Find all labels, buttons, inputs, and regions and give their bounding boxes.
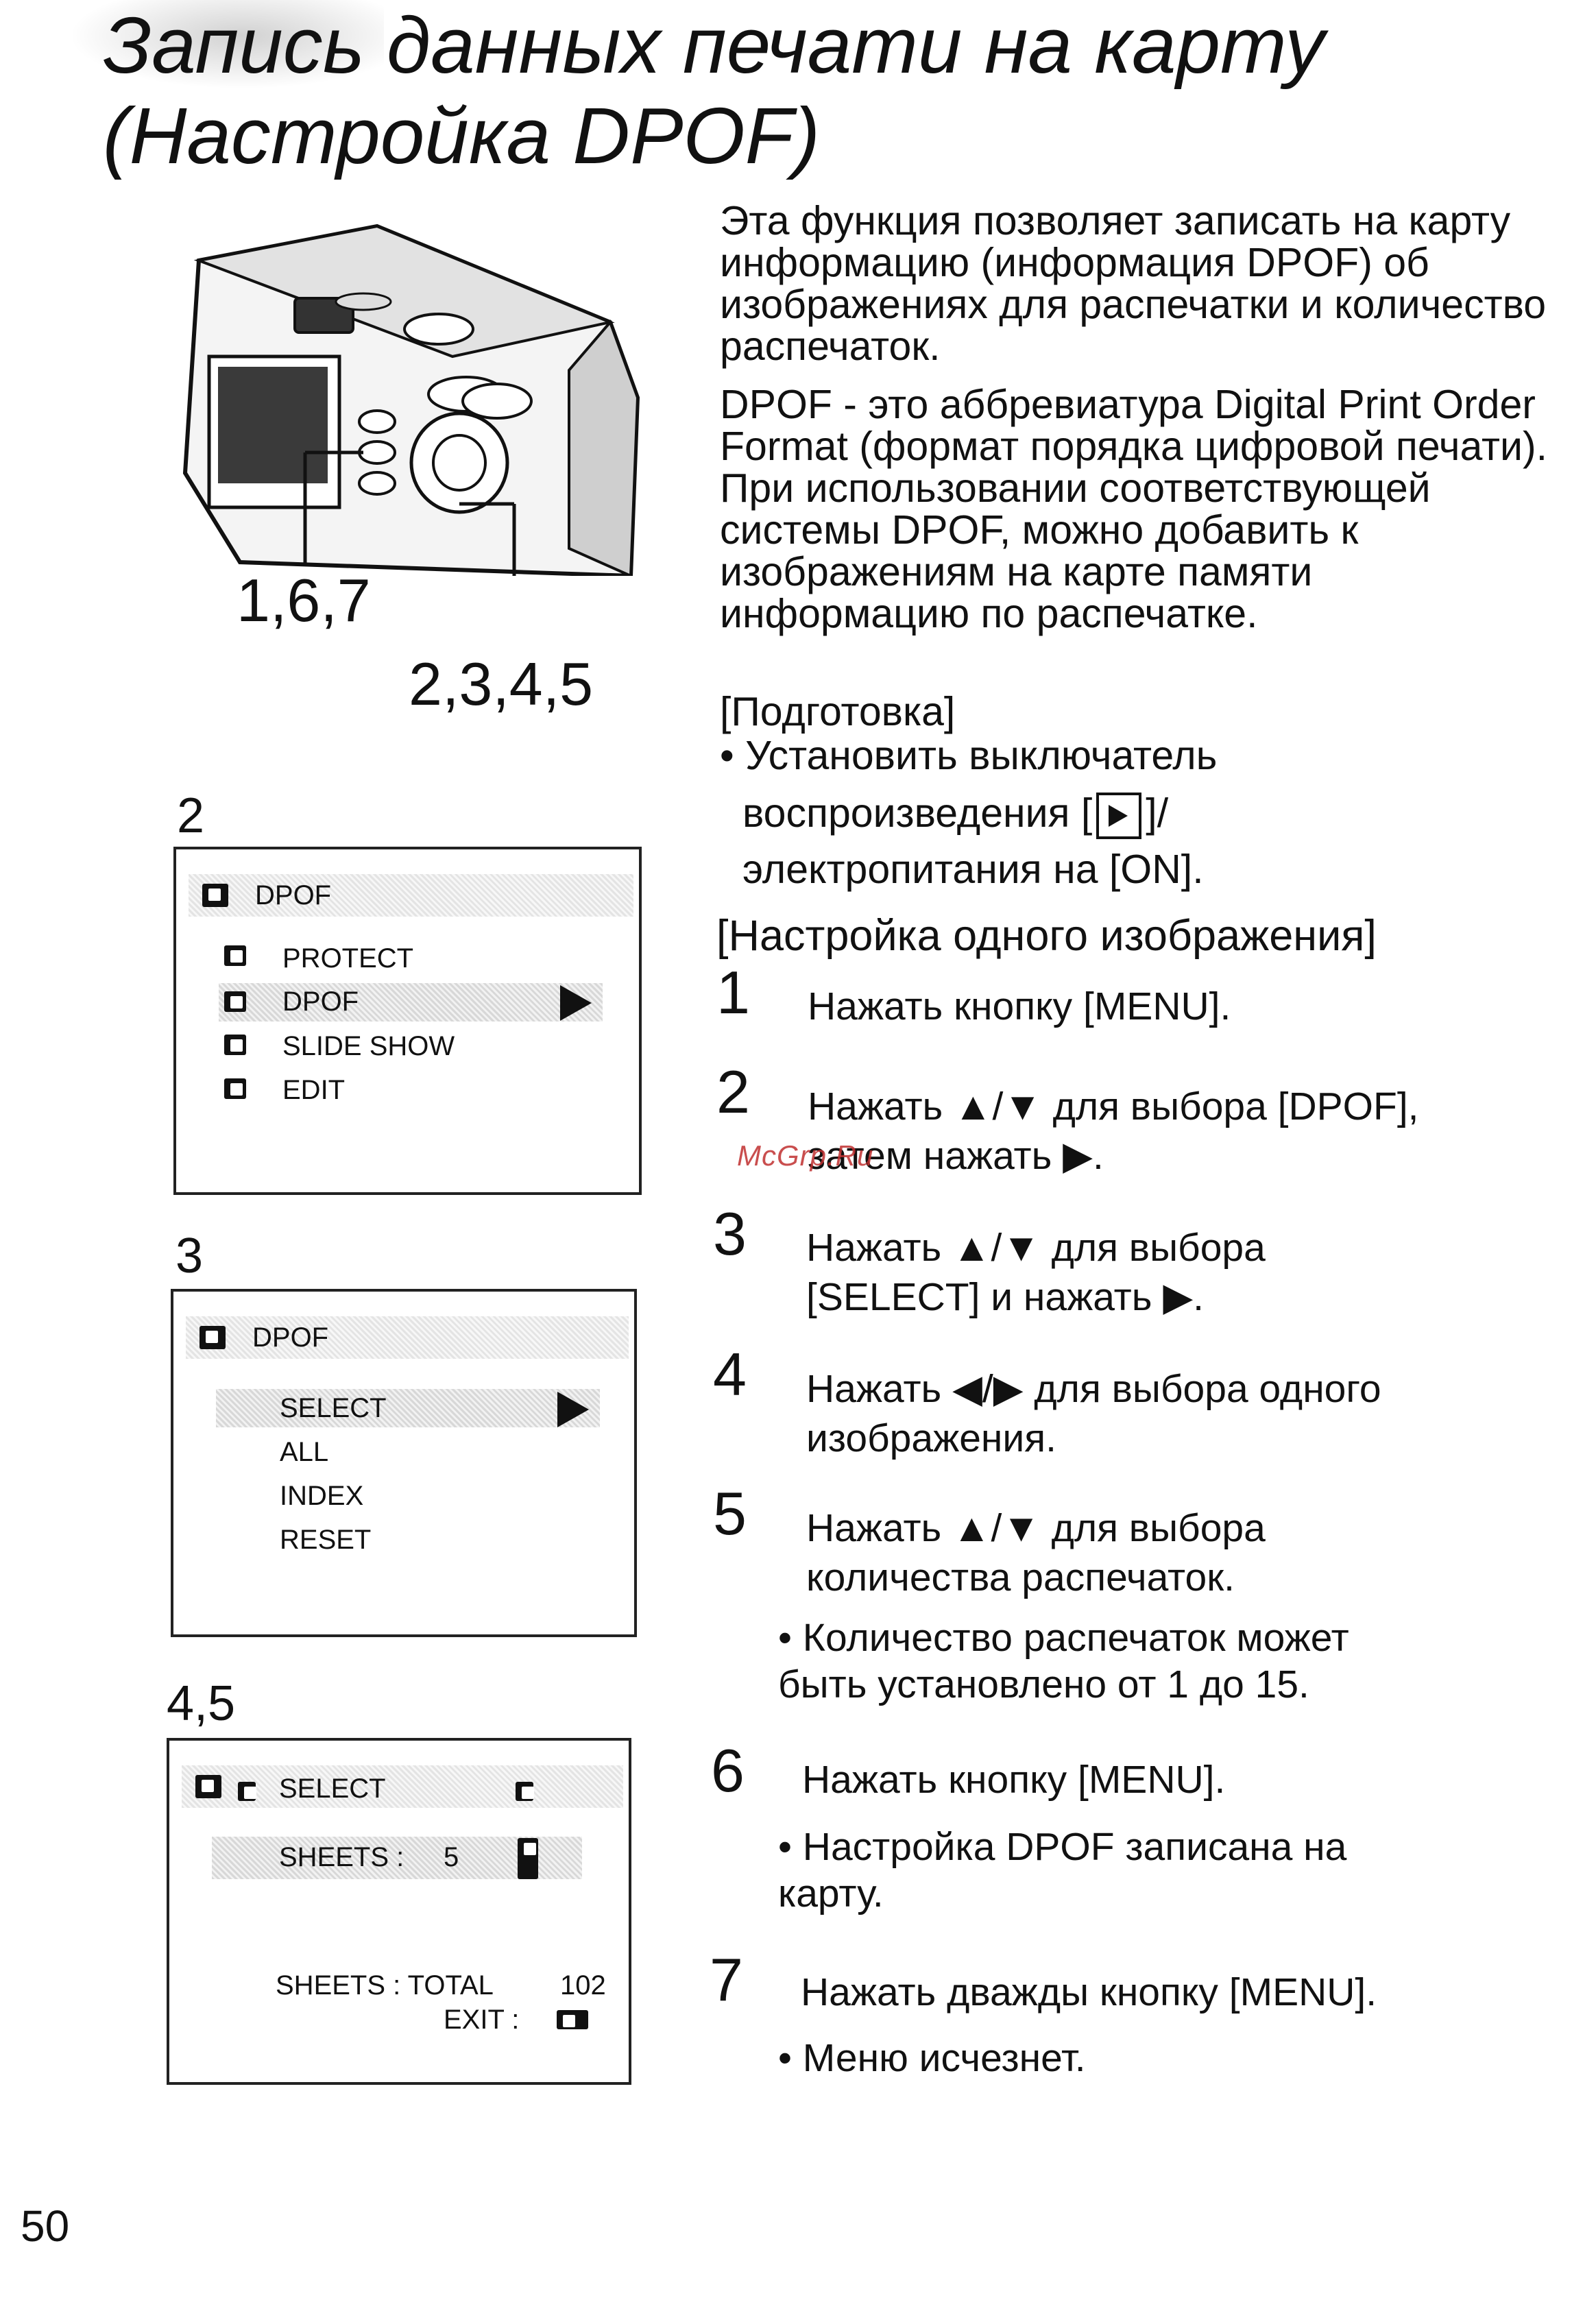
- step-text-7: Нажать дважды кнопку [MENU].: [801, 1970, 1377, 2014]
- note-step-5-text: Количество распечаток может быть установ…: [778, 1616, 1349, 1706]
- screen-header-title: DPOF: [252, 1322, 329, 1353]
- sheets-value: 5: [444, 1842, 459, 1872]
- arrow-right-icon: [557, 1392, 589, 1427]
- step-text-1: Нажать кнопку [MENU].: [808, 984, 1231, 1028]
- dpof-icon: [224, 991, 246, 1012]
- menu-item-slide-show: SLIDE SHOW: [282, 1031, 455, 1061]
- arrow-right-icon: [560, 985, 592, 1021]
- prep-bullet-line-2-start: воспроизведения [: [742, 790, 1093, 836]
- note-step-6-text: Настройка DPOF записана на карту.: [778, 1825, 1347, 1915]
- menu-item-index: INDEX: [280, 1481, 364, 1511]
- dpof-icon: [202, 884, 228, 907]
- prep-bullet: • Установить выключатель: [720, 733, 1218, 778]
- step-number-5: 5: [713, 1479, 747, 1547]
- note-step-7: • Меню исчезнет.: [778, 2036, 1086, 2080]
- prep-bullet-line-2-end: ]/: [1146, 790, 1169, 836]
- section-heading: [Настройка одного изображения]: [716, 912, 1377, 960]
- prep-bullet-line-3: электропитания на [ON].: [742, 847, 1204, 892]
- menu-item-reset: RESET: [280, 1525, 372, 1555]
- protect-icon: [224, 945, 246, 966]
- title-smudge: [69, 0, 384, 89]
- note-step-7-text: Меню исчезнет.: [802, 2036, 1086, 2080]
- dpof-menu-screen: DPOF PROTECT DPOF SLIDE SHOW EDIT: [173, 847, 642, 1195]
- edit-icon: [224, 1078, 246, 1099]
- menu-button-icon: [557, 2010, 588, 2029]
- arrow-right-icon: [516, 1782, 534, 1801]
- screen-header-band: [186, 1316, 629, 1359]
- sheets-total-label: SHEETS : TOTAL: [276, 1970, 494, 2000]
- prep-bullet-text: Установить выключатель: [745, 733, 1218, 778]
- selection-highlight: [219, 983, 603, 1021]
- selection-highlight: [216, 1389, 600, 1427]
- step-number-3: 3: [713, 1200, 747, 1268]
- page-number: 50: [21, 2201, 70, 2251]
- exit-label: EXIT :: [444, 2005, 520, 2035]
- sheets-label: SHEETS :: [279, 1842, 404, 1872]
- title-line-2: (Настройка DPOF): [103, 91, 821, 180]
- screen-header-title: SELECT: [279, 1774, 386, 1804]
- sheets-total-value: 102: [560, 1970, 606, 2000]
- dpof-select-screen: DPOF SELECT ALL INDEX RESET: [171, 1289, 637, 1637]
- menu-item-protect: PROTECT: [282, 943, 414, 974]
- intro-paragraph-2: DPOF - это аббревиатура Digital Print Or…: [720, 382, 1547, 636]
- dpof-icon: [195, 1775, 221, 1798]
- note-step-5: • Количество распечаток может быть устан…: [778, 1616, 1349, 1706]
- note-step-6: • Настройка DPOF записана на карту.: [778, 1825, 1347, 1915]
- viewfinder-icon: [293, 297, 354, 334]
- arrow-left-icon: [238, 1782, 256, 1801]
- menu-item-edit: EDIT: [282, 1075, 346, 1105]
- menu-item-all: ALL: [280, 1437, 329, 1467]
- step-number-4: 4: [713, 1340, 747, 1408]
- lcd-screen-icon: [218, 367, 328, 483]
- step-text-6: Нажать кнопку [MENU].: [802, 1758, 1226, 1802]
- screen-header-title: DPOF: [255, 880, 332, 910]
- step-number-1: 1: [716, 958, 750, 1026]
- callout-1-6-7: 1,6,7: [237, 566, 371, 634]
- page-title: Запись данных печати на карту (Настройка…: [103, 0, 1405, 181]
- title-line-1: Запись данных печати на карту: [103, 1, 1325, 90]
- step-text-4: Нажать ◀/▶ для выбора одного изображения…: [806, 1367, 1381, 1460]
- slideshow-icon: [224, 1035, 246, 1055]
- step-text-3: Нажать ▲/▼ для выбора [SELECT] и нажать …: [806, 1226, 1266, 1319]
- step-number-7: 7: [710, 1946, 743, 2014]
- watermark: McGrp.Ru: [737, 1139, 874, 1172]
- step-number-6: 6: [711, 1737, 745, 1804]
- step-text-2: Нажать ▲/▼ для выбора [DPOF], затем нажа…: [808, 1085, 1419, 1178]
- intro-paragraph-1: Эта функция позволяет записать на карту …: [720, 198, 1547, 369]
- figure-label-2: 2: [177, 788, 205, 843]
- up-down-icon: [518, 1838, 538, 1879]
- screen-header-band: [189, 874, 633, 917]
- menu-item-dpof: DPOF: [282, 987, 359, 1017]
- prep-heading: [Подготовка]: [720, 689, 956, 734]
- play-icon: [1096, 793, 1142, 840]
- callout-2-3-4-5: 2,3,4,5: [409, 650, 594, 718]
- sheets-setting-screen: SELECT SHEETS : 5 SHEETS : TOTAL 102 EXI…: [167, 1738, 631, 2085]
- figure-label-4-5: 4,5: [167, 1676, 236, 1731]
- dpof-icon: [200, 1326, 226, 1349]
- step-number-2: 2: [716, 1058, 750, 1126]
- prep-bullet-line-2: воспроизведения [ ]/: [742, 790, 1579, 840]
- camera-illustration: [182, 223, 640, 576]
- menu-item-select: SELECT: [280, 1393, 387, 1423]
- figure-label-3: 3: [176, 1229, 204, 1283]
- step-text-5: Нажать ▲/▼ для выбора количества распеча…: [806, 1506, 1266, 1599]
